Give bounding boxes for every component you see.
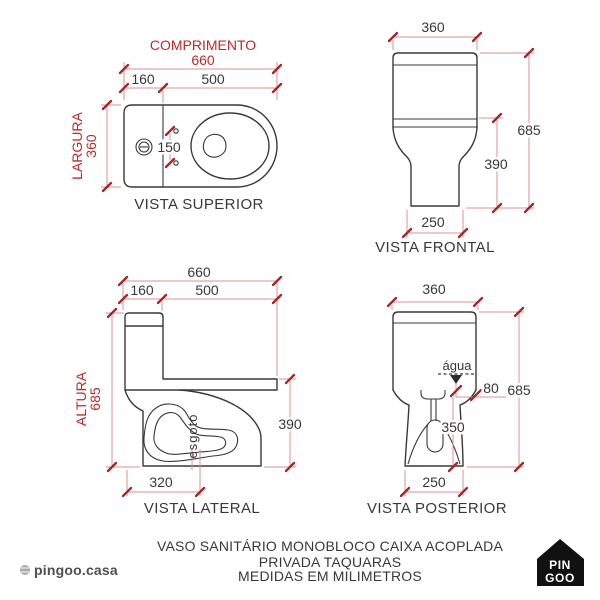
logo-line1: PIN (549, 558, 571, 572)
frontal-title: VISTA FRONTAL (375, 239, 495, 256)
agua-label: água (443, 358, 473, 373)
posterior-dim-250: 250 (422, 474, 446, 490)
superior-dimensions (101, 62, 283, 193)
frontal-dim-360: 360 (421, 19, 445, 35)
esgoto-label: esgoto (185, 413, 200, 458)
frontal-outline (392, 52, 478, 207)
lateral-dim-500: 500 (195, 282, 219, 298)
seat-hole-top (173, 128, 179, 134)
bowl-drain (202, 133, 227, 158)
view-frontal: 360 685 390 250 VISTA FRONTAL (375, 19, 543, 256)
flush-button-outer (135, 138, 153, 156)
superior-title: VISTA SUPERIOR (134, 196, 264, 213)
house-icon (537, 539, 584, 586)
largura-value: 360 (83, 134, 99, 158)
caption-block: VASO SANITÁRIO MONOBLOCO CAIXA ACOPLADA … (157, 538, 503, 584)
lateral-outline (124, 312, 278, 467)
site-watermark: pingoo.casa (20, 562, 118, 578)
superior-dim-150: 150 (157, 139, 181, 155)
lateral-dim-390: 390 (278, 416, 302, 432)
frontal-dim-390: 390 (484, 156, 508, 172)
caption-line2: PRIVADA TAQUARAS (259, 554, 401, 570)
posterior-dim-80: 80 (483, 380, 499, 396)
altura-label: ALTURA (73, 371, 89, 426)
view-lateral: 660 160 500 ALTURA 685 390 320 esgoto VI… (73, 264, 304, 517)
pingoo-ball-icon (20, 565, 30, 575)
comprimento-value: 660 (191, 52, 215, 68)
posterior-dim-360: 360 (422, 281, 446, 297)
cavity-arcs (407, 423, 461, 465)
posterior-dim-350: 350 (441, 419, 465, 435)
lateral-dim-320: 320 (149, 474, 173, 490)
lateral-dim-660: 660 (187, 264, 211, 280)
pingoo-logo: PIN GOO (537, 539, 584, 586)
posterior-dimensions (386, 296, 525, 498)
lateral-dimensions (106, 275, 296, 498)
frontal-dimensions (387, 31, 535, 239)
view-posterior: 360 água 80 685 350 250 VISTA POSTERIOR (367, 281, 533, 517)
drain-trap-outer (143, 403, 239, 462)
caption-line1: VASO SANITÁRIO MONOBLOCO CAIXA ACOPLADA (157, 538, 503, 554)
lateral-dim-160: 160 (130, 282, 154, 298)
posterior-title: VISTA POSTERIOR (367, 500, 507, 517)
frontal-dim-250: 250 (421, 214, 445, 230)
frontal-dim-685: 685 (517, 122, 541, 138)
posterior-outline (392, 311, 477, 467)
drain-trap-inner (153, 412, 227, 455)
view-superior: COMPRIMENTO 660 160 500 LARGURA 360 150 … (69, 37, 283, 213)
seat-hole-bottom (173, 160, 179, 166)
logo-line2: GOO (545, 571, 575, 585)
superior-dim-500: 500 (201, 71, 225, 87)
inlet-bulb (426, 419, 444, 453)
lateral-title: VISTA LATERAL (144, 500, 260, 517)
superior-outline (123, 104, 278, 188)
site-name: pingoo.casa (34, 562, 118, 578)
caption-line3: MEDIDAS EM MILIMETROS (238, 568, 422, 584)
bowl-rim (190, 112, 270, 180)
superior-dim-160: 160 (131, 71, 155, 87)
inlet-pipe (430, 399, 437, 421)
flush-button-inner (138, 141, 150, 153)
largura-label: LARGURA (69, 111, 85, 179)
posterior-dim-685: 685 (507, 382, 531, 398)
comprimento-label: COMPRIMENTO (150, 37, 256, 53)
water-level-arrow (450, 375, 462, 384)
altura-value: 685 (87, 387, 103, 411)
inlet-notch (420, 390, 446, 400)
